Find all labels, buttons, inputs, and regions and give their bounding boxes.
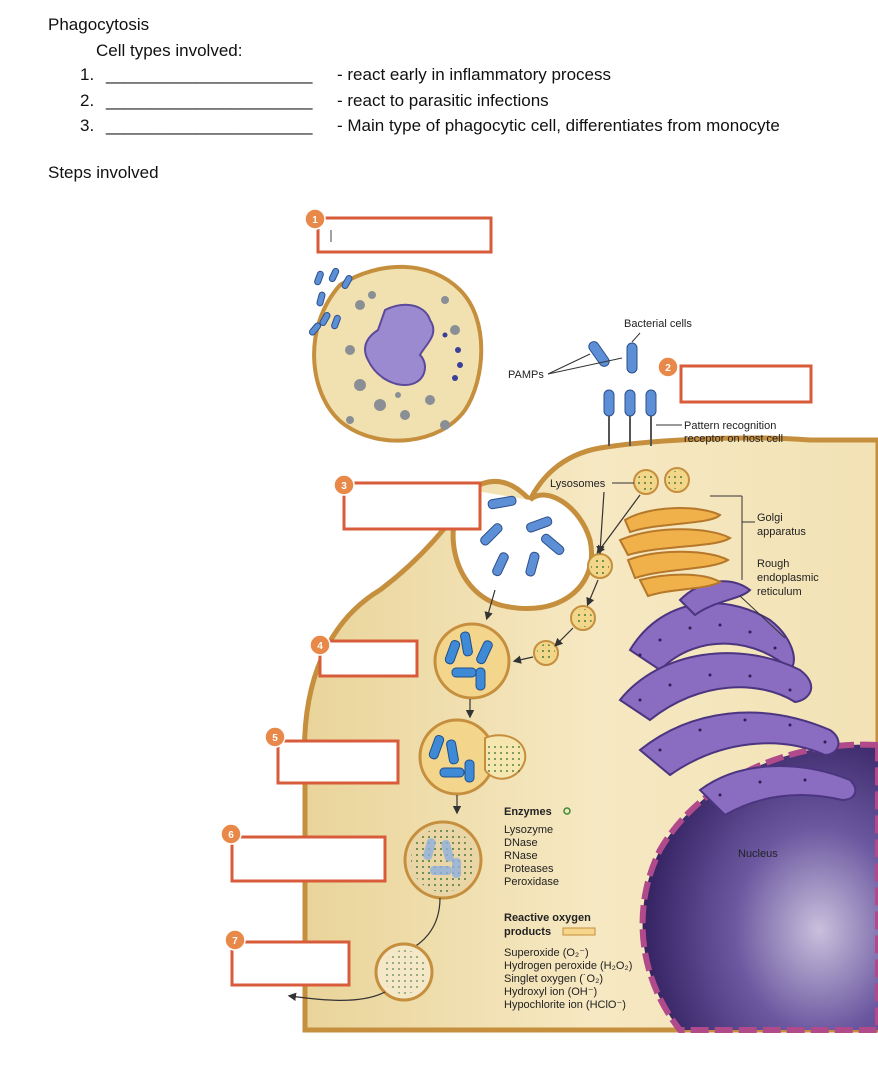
lysosomes-label: Lysosomes (550, 478, 606, 490)
prr-label-1: Pattern recognition (684, 420, 776, 432)
step-6-answer-box[interactable] (230, 835, 387, 883)
item-description: - react to parasitic infections (337, 91, 549, 110)
step-6-marker: 6 (220, 823, 242, 845)
bacterial-cells (588, 341, 657, 417)
svg-text:7: 7 (232, 936, 238, 947)
prr-label-2: receptor on host cell (684, 433, 783, 445)
ros-item: Hydroxyl ion (OH⁻) (504, 986, 597, 998)
svg-text:2: 2 (665, 363, 671, 374)
cell-types-heading: Cell types involved: (96, 41, 243, 60)
enzyme-item: RNase (504, 850, 538, 862)
bacteria-group-1 (308, 267, 353, 336)
enzyme-item: Peroxidase (504, 876, 559, 888)
step-2-marker: 2 (657, 356, 679, 378)
item-number: 2. (80, 91, 95, 110)
residual-body (374, 942, 434, 1002)
rer-label-1: Rough (757, 558, 789, 570)
rough-er (618, 580, 857, 817)
receptors (608, 416, 652, 446)
golgi-label-2: apparatus (757, 526, 806, 538)
item-description: - react early in inflammatory process (337, 65, 611, 84)
ribosome-dots (638, 623, 827, 797)
reactive-heading-2: products (504, 926, 551, 938)
reactive-heading-1: Reactive oxygen (504, 912, 591, 924)
ros-item: Hypochlorite ion (HClO⁻) (504, 999, 626, 1011)
rer-label-2: endoplasmic (757, 572, 819, 584)
svg-text:6: 6 (228, 830, 234, 841)
step-3-marker: 3 (333, 474, 355, 496)
answer-blank[interactable]: _______________________ (106, 116, 312, 135)
enzyme-item: DNase (504, 837, 538, 849)
phagocyte-cell (312, 264, 484, 443)
step-7-marker: 7 (224, 929, 246, 951)
enzymes-heading: Enzymes (504, 806, 552, 818)
enzyme-key-icon (563, 807, 571, 815)
step-5-marker: 5 (264, 726, 286, 748)
ros-item: Superoxide (O₂⁻) (504, 947, 589, 959)
phagocytic-cup (450, 488, 594, 612)
svg-text:3: 3 (341, 481, 347, 492)
golgi-label-1: Golgi (757, 512, 783, 524)
ros-key-icon (562, 927, 596, 936)
step-7-answer-box[interactable] (230, 940, 351, 987)
nucleus (639, 741, 878, 1033)
pamps-label: PAMPs (508, 369, 544, 381)
ros-item: Singlet oxygen (˙O₂) (504, 973, 603, 985)
answer-blank[interactable]: _______________________ (106, 91, 312, 110)
enzyme-item: Lysozyme (504, 824, 553, 836)
golgi-apparatus (618, 507, 732, 598)
step-4-answer-box[interactable] (318, 639, 419, 678)
page-title: Phagocytosis (48, 15, 150, 34)
nucleus-label: Nucleus (738, 848, 778, 860)
answer-blank[interactable]: _______________________ (106, 65, 312, 84)
phagolysosome-forming (418, 718, 527, 796)
step-1-marker: 1 (304, 208, 326, 230)
bacteria-in-cup (480, 495, 565, 577)
steps-heading: Steps involved (48, 163, 159, 182)
enzyme-item: Proteases (504, 863, 554, 875)
ros-item: Hydrogen peroxide (H₂O₂) (504, 960, 632, 972)
phagolysosome-digesting (403, 820, 483, 900)
rer-label-3: reticulum (757, 586, 802, 598)
step-2-answer-box[interactable] (679, 364, 813, 404)
step-1-answer-box[interactable] (316, 216, 493, 254)
lysosomes (533, 467, 690, 666)
phagosome (433, 622, 511, 700)
svg-text:1: 1 (312, 215, 318, 226)
step-4-marker: 4 (309, 634, 331, 656)
step-5-answer-box[interactable] (276, 739, 400, 785)
item-description: - Main type of phagocytic cell, differen… (337, 116, 780, 135)
item-number: 3. (80, 116, 95, 135)
step-3-answer-box[interactable] (342, 481, 482, 531)
svg-text:5: 5 (272, 733, 278, 744)
item-number: 1. (80, 65, 95, 84)
bacterial-cells-label: Bacterial cells (624, 318, 692, 330)
svg-text:4: 4 (317, 641, 323, 652)
